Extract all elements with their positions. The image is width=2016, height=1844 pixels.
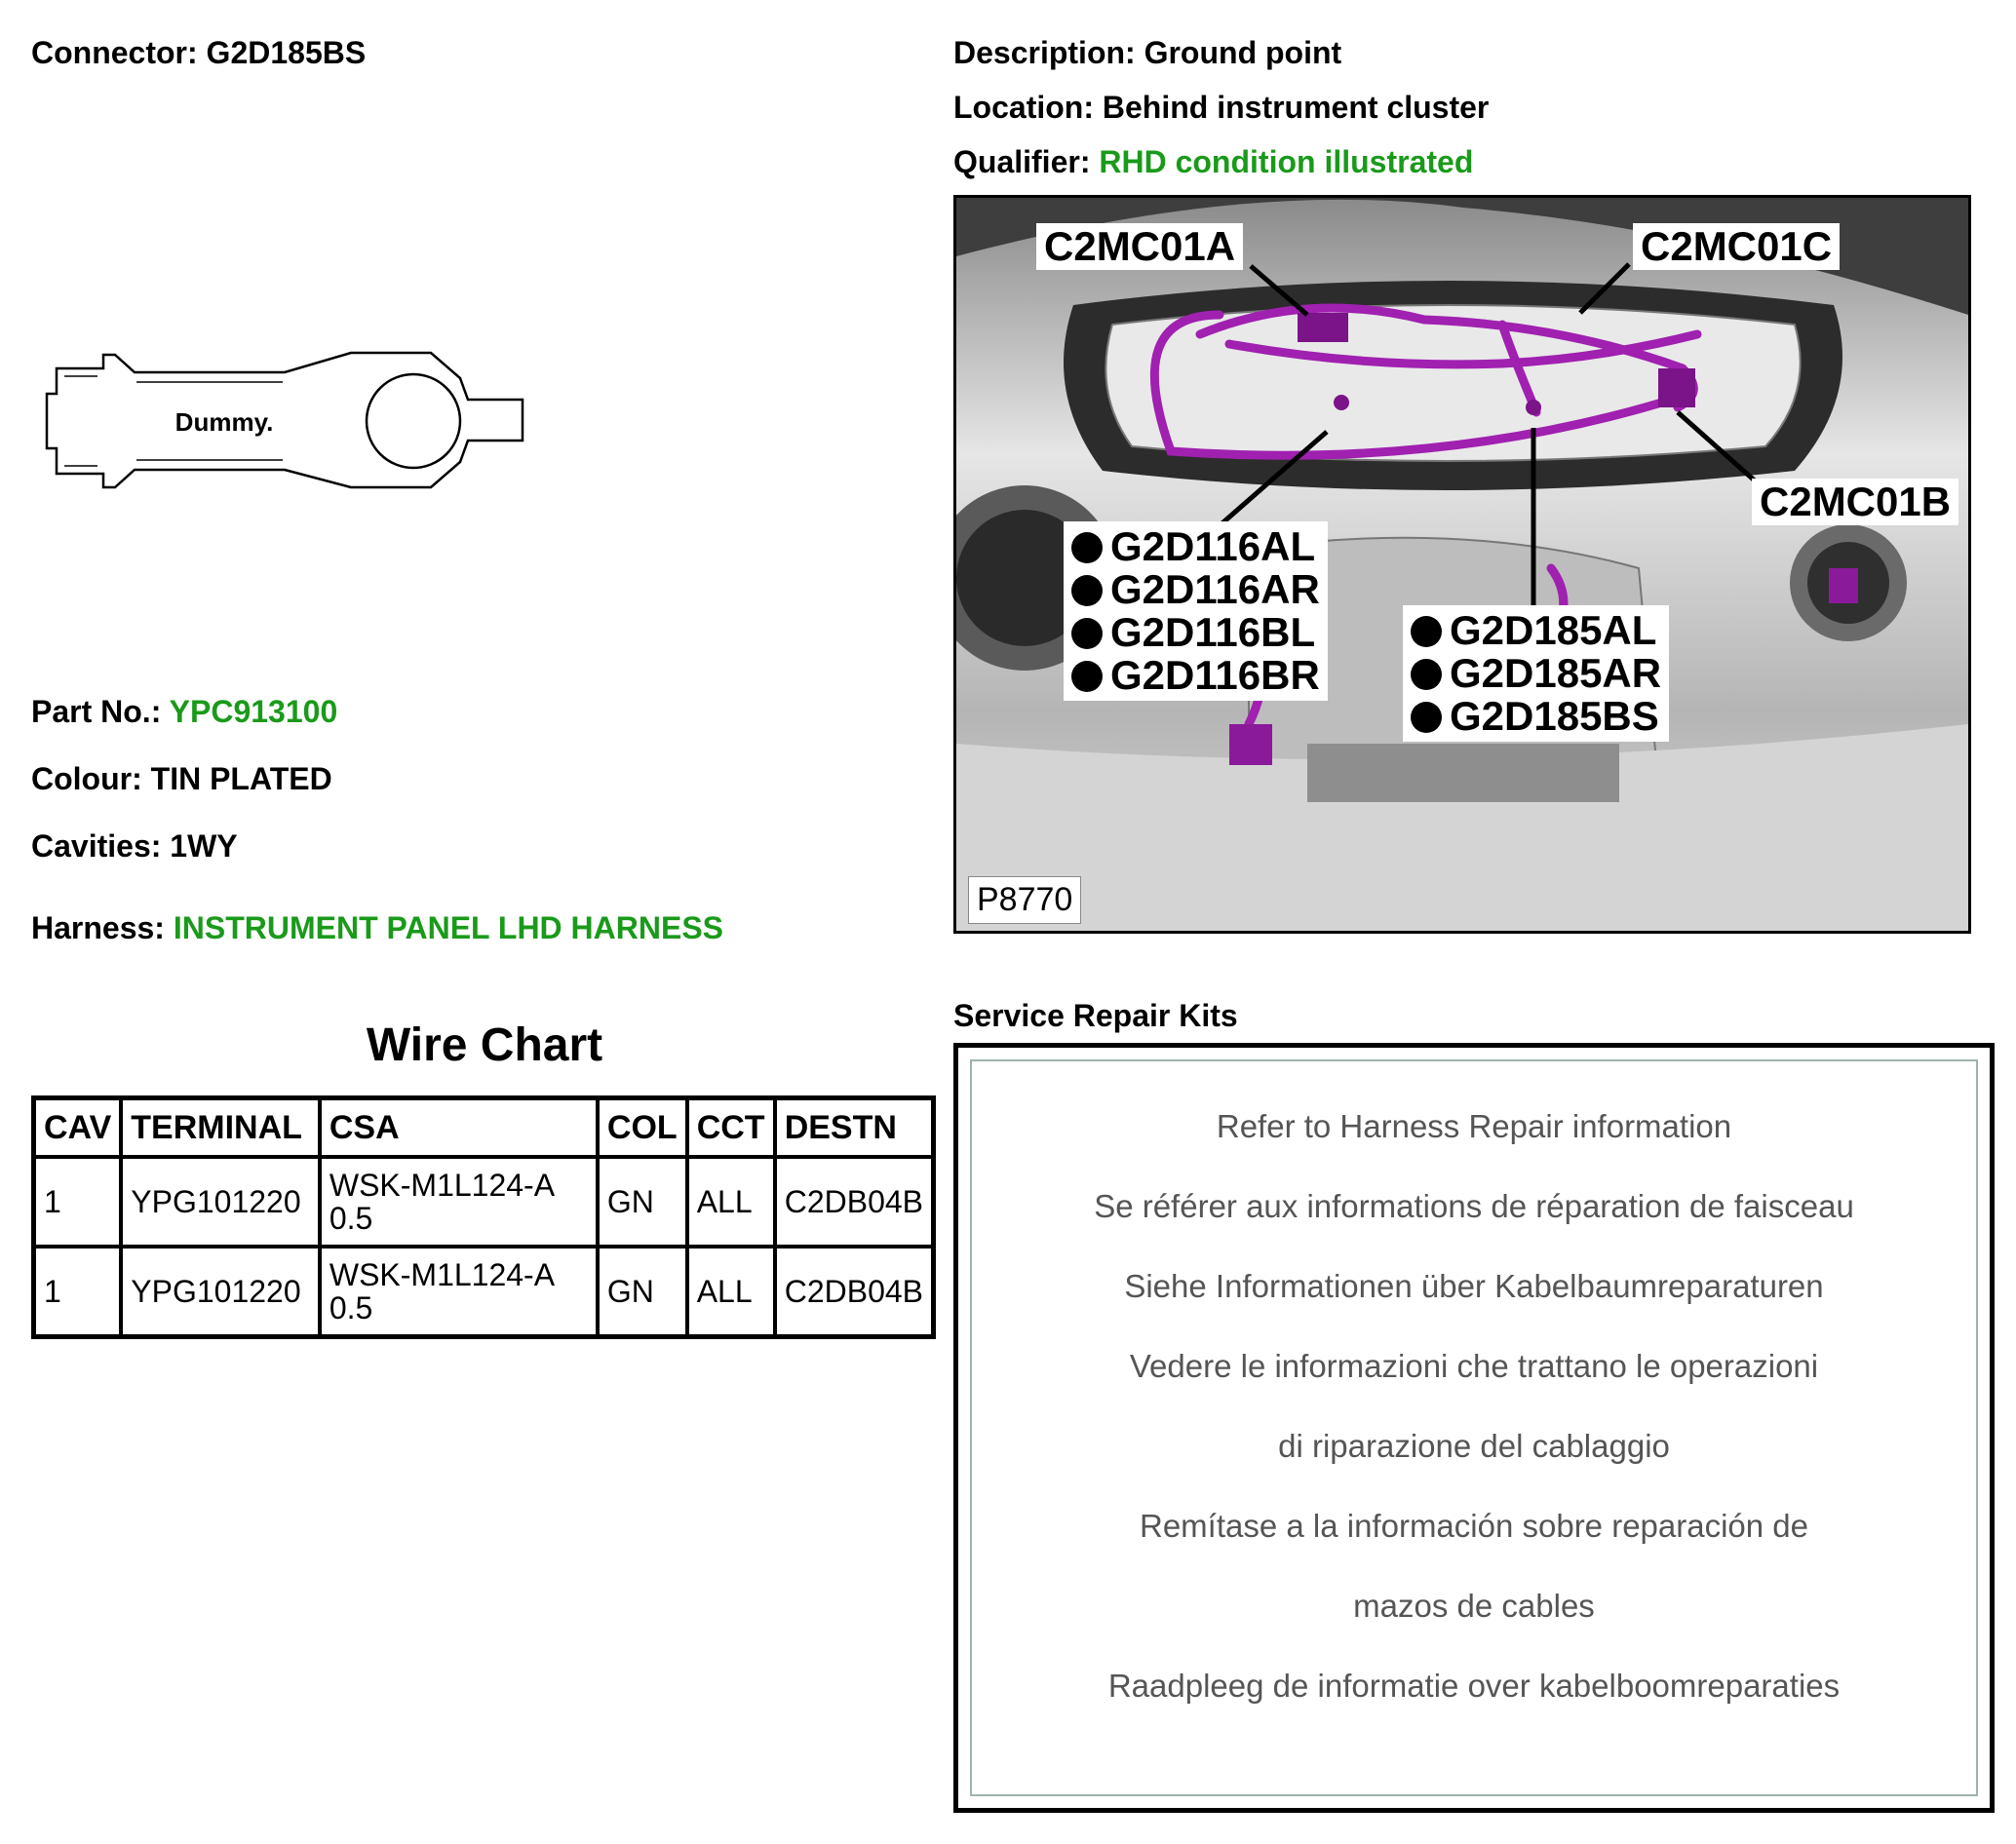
repair-line-nl: Raadpleeg de informatie over kabelboomre… [1107,1668,1841,1704]
repair-line-fr: Se référer aux informations de réparatio… [1094,1188,1854,1224]
connector-value: G2D185BS [206,35,367,70]
colour-label: Colour: [31,761,142,796]
header-csa: CSA [317,1095,600,1159]
callout-group-g2d185: G2D185AL G2D185AR G2D185BS [1403,605,1670,742]
callout-g2d116br: G2D116BR [1071,654,1320,697]
cavities-value: 1WY [170,828,238,864]
callout-c2mc01c: C2MC01C [1633,223,1841,270]
bullet-icon [1071,618,1103,649]
callout-c2mc01b: C2MC01B [1752,479,1959,525]
bullet-icon [1411,702,1442,733]
header-destn: DESTN [772,1095,936,1159]
cell-col: GN [595,1155,689,1249]
header-terminal: TERMINAL [119,1095,322,1159]
location-label: Location: [953,90,1094,125]
wire-chart-title: Wire Chart [366,1019,603,1071]
repair-line-de: Siehe Informationen über Kabelbaumrepara… [1124,1268,1824,1304]
location-photo: C2MC01A C2MC01C C2MC01B G2D116AL G2D116A… [953,195,1971,934]
callout-g2d185al: G2D185AL [1411,609,1661,652]
service-repair-title: Service Repair Kits [953,998,1238,1033]
callout-g2d116al: G2D116AL [1071,525,1320,568]
cell-terminal: YPG101220 [119,1155,322,1249]
cell-csa-spec: WSK-M1L124-A [329,1257,556,1292]
qualifier-field: Qualifier: RHD condition illustrated [953,144,1473,180]
colour-field: Colour: TIN PLATED [31,761,332,797]
cell-destn: C2DB04B [772,1155,936,1249]
description-label: Description: [953,35,1136,70]
repair-line-en: Refer to Harness Repair information [1216,1108,1732,1144]
harness-field: Harness: INSTRUMENT PANEL LHD HARNESS [31,910,723,946]
callout-g2d116bl: G2D116BL [1071,611,1320,654]
cell-cav: 1 [31,1155,124,1249]
cell-csa-size: 0.5 [329,1290,373,1325]
cavities-field: Cavities: 1WY [31,828,238,864]
cell-cav: 1 [31,1245,124,1339]
part-number-value: YPC913100 [169,694,338,729]
callout-g2d116ar: G2D116AR [1071,568,1320,611]
location-field: Location: Behind instrument cluster [953,90,1489,126]
connector-label: Connector: [31,35,198,70]
callout-c2mc01a: C2MC01A [1036,223,1244,270]
colour-value: TIN PLATED [150,761,332,796]
cell-csa-spec: WSK-M1L124-A [329,1168,556,1203]
bullet-icon [1411,659,1442,690]
cell-col: GN [595,1245,689,1339]
service-repair-box: Refer to Harness Repair information Se r… [953,1043,1995,1813]
repair-line-it-2: di riparazione del cablaggio [1278,1428,1670,1464]
connector-field: Connector: G2D185BS [31,35,366,71]
wire-chart-table: CAV TERMINAL CSA COL CCT DESTN 1 YPG1012… [31,1095,936,1339]
bullet-icon [1411,616,1442,647]
harness-label: Harness: [31,910,165,945]
callout-g2d185bs: G2D185BS [1411,695,1661,738]
cell-csa-size: 0.5 [329,1201,373,1236]
qualifier-label: Qualifier: [953,144,1091,179]
callout-group-g2d116: G2D116AL G2D116AR G2D116BL G2D116BR [1064,521,1328,701]
repair-line-es-1: Remítase a la información sobre reparaci… [1139,1508,1809,1544]
header-col: COL [595,1095,689,1159]
repair-line-es-2: mazos de cables [1353,1588,1595,1624]
description-field: Description: Ground point [953,35,1341,71]
terminal-drawing-text: Dummy. [175,407,274,437]
bullet-icon [1071,575,1103,606]
location-value: Behind instrument cluster [1102,90,1490,125]
table-header-row: CAV TERMINAL CSA COL CCT DESTN [31,1095,936,1159]
header-cav: CAV [31,1095,124,1159]
terminal-drawing: Dummy. [45,351,524,489]
cell-destn: C2DB04B [772,1245,936,1339]
bullet-icon [1071,661,1103,692]
cell-terminal: YPG101220 [119,1245,322,1339]
part-number-field: Part No.: YPC913100 [31,694,337,730]
bullet-icon [1071,532,1103,563]
description-value: Ground point [1144,35,1342,70]
repair-line-it-1: Vedere le informazioni che trattano le o… [1129,1348,1819,1384]
harness-value: INSTRUMENT PANEL LHD HARNESS [173,910,724,945]
dashboard-illustration [956,198,1968,931]
figure-id-label: P8770 [968,876,1082,924]
header-cct: CCT [684,1095,777,1159]
part-number-label: Part No.: [31,694,162,729]
qualifier-value: RHD condition illustrated [1099,144,1474,179]
service-repair-inner: Refer to Harness Repair information Se r… [970,1059,1978,1796]
callout-g2d185ar: G2D185AR [1411,652,1661,695]
cell-cct: ALL [684,1155,777,1249]
cell-cct: ALL [684,1245,777,1339]
cavities-label: Cavities: [31,828,162,864]
